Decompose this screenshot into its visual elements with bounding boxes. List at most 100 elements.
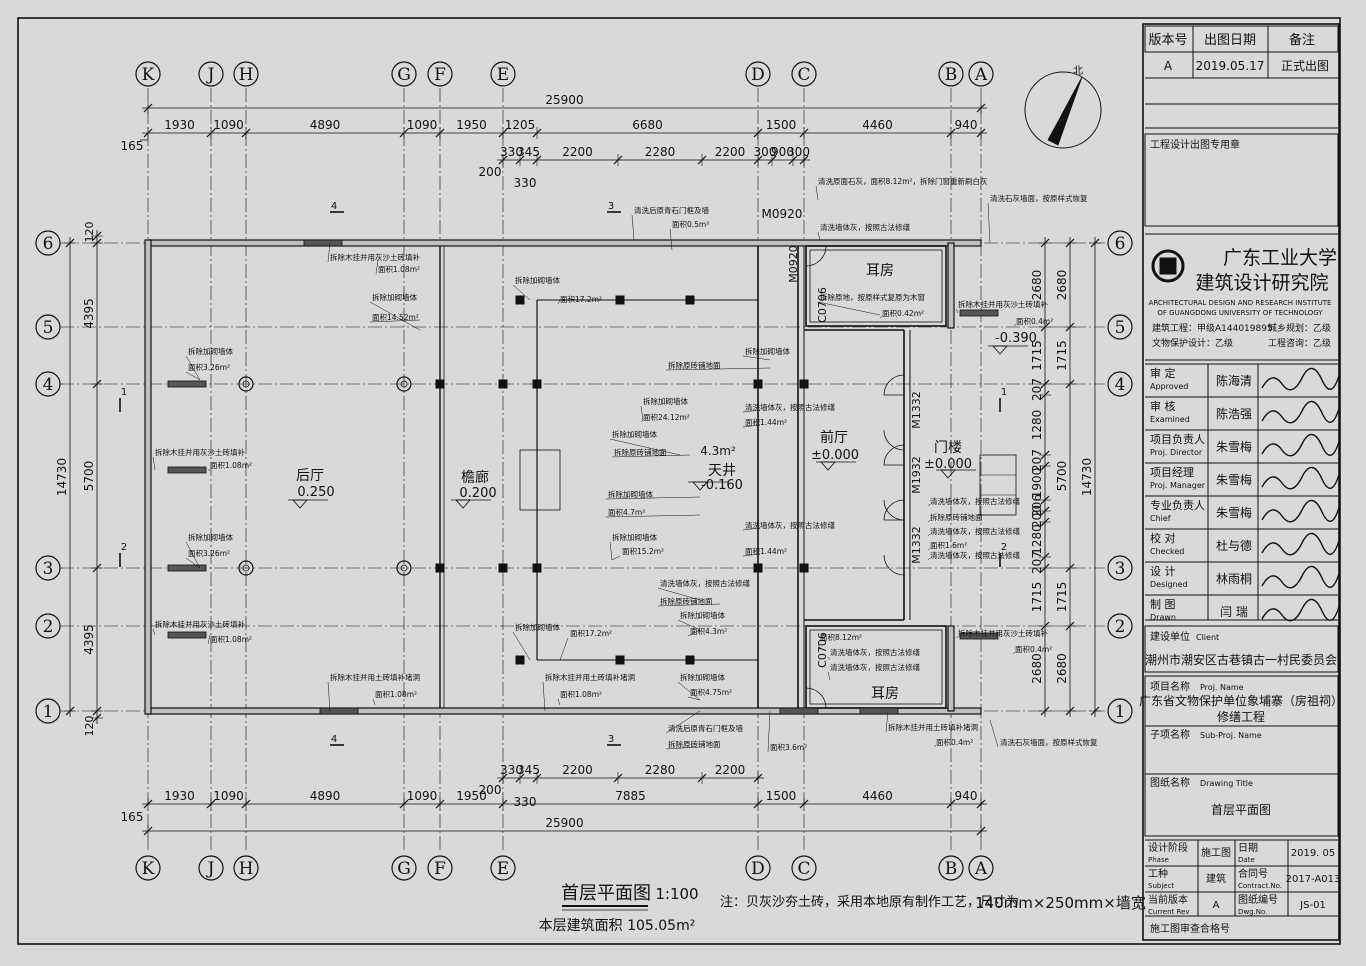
post: [532, 563, 542, 573]
leader-line: [885, 710, 889, 733]
post: [615, 295, 625, 305]
rev-note: 正式出图: [1281, 59, 1329, 73]
info-value: JS-01: [1299, 900, 1326, 911]
info-label: 设计阶段: [1148, 841, 1188, 854]
client-label: 建设单位: [1150, 630, 1190, 643]
annotation-text: 拆除加砌墙体: [745, 346, 790, 356]
leader-line: [327, 681, 331, 712]
annotation-text: 拆除原砖铺地面: [930, 512, 983, 522]
leader-line: [152, 456, 156, 471]
dim-text: 345: [517, 763, 540, 777]
annotation-text: 拆除木挂并用土砖填补堵洞: [330, 672, 420, 682]
leader-line: [559, 637, 569, 661]
annotation-text: 面积4.3m²: [690, 626, 727, 636]
level-mark: [820, 461, 836, 471]
leader-line: [327, 242, 331, 263]
door-tag: M0920: [762, 207, 803, 221]
axis-label-A: A: [974, 859, 988, 879]
dim-text: 940: [955, 118, 978, 132]
annotation-text: 清洗墙体灰，按照古法修缮: [930, 550, 1020, 560]
room-name-hall-back: 后厅: [296, 468, 324, 484]
leader-line: [640, 405, 644, 421]
role-label-en: Proj. Director: [1150, 448, 1203, 457]
leader-line: [827, 671, 831, 681]
annotation-text: 清洗墙体灰，按照古法修缮: [820, 222, 910, 232]
annotation-text: 清洗墙体灰，按照古法修缮: [745, 520, 835, 530]
rev-date: 2019.05.17: [1196, 59, 1265, 73]
leader-line: [687, 629, 701, 637]
dim-text: 6680: [632, 118, 663, 132]
axis-label-J: J: [206, 859, 215, 879]
section-number: 2: [121, 542, 127, 553]
dim-text: 4395: [82, 624, 96, 655]
dim-text: 1090: [407, 118, 438, 132]
info-label-en: Phase: [1148, 856, 1169, 864]
role-label: 校 对: [1150, 531, 1176, 545]
leader-line: [1012, 651, 1016, 655]
leader-line: [767, 710, 771, 753]
qualification: 城乡规划：乙级: [1268, 322, 1331, 334]
annotation-text: 清洗石灰墙面，按原样式恢复: [990, 193, 1088, 203]
axis-label-4: 4: [43, 375, 54, 395]
axis-bubble-C: [791, 855, 817, 881]
leader-line: [665, 710, 701, 734]
signature: [1261, 532, 1341, 556]
dim-text: 25900: [545, 816, 583, 830]
dim-text: 330: [514, 795, 537, 809]
axis-label-F: F: [434, 65, 446, 85]
leader-line: [927, 503, 931, 507]
door-swing: [805, 687, 827, 709]
axis-bubble-A: [968, 61, 994, 87]
axis-bubble-6: [35, 230, 61, 256]
drawing-name-box: [1144, 773, 1339, 837]
axis-label-D: D: [751, 859, 765, 879]
leader-line: [185, 557, 201, 569]
client-label-en: Client: [1196, 633, 1219, 642]
ear-room-bottom-inner: [809, 629, 943, 705]
dim-text: 900: [771, 145, 794, 159]
annotation-text: 面积1.44m²: [745, 546, 787, 556]
leader-line: [742, 527, 761, 531]
leader-line: [927, 519, 931, 523]
post: [532, 379, 542, 389]
leader-line: [657, 587, 701, 601]
info-value: A: [1213, 900, 1220, 911]
institute-logo-core: [1159, 257, 1177, 275]
north-arrow-label: 北: [1073, 65, 1083, 77]
leader-line: [879, 315, 883, 319]
dim-text: 1280: [1030, 524, 1044, 555]
annotation-text: 拆除加砌墙体: [612, 429, 657, 439]
role-label-en: Designed: [1150, 580, 1188, 589]
annotation-text: 清洗墙体灰，按照古法修缮: [745, 402, 835, 412]
role-name: 陈浩强: [1216, 406, 1252, 421]
dim-text: 25900: [545, 93, 583, 107]
repair-mark: [959, 632, 999, 640]
axis-bubble-E: [490, 61, 516, 87]
dim-text: 2280: [645, 763, 676, 777]
dim-text: 1715: [1055, 582, 1069, 613]
annotation-text: 拆除加砌墙体: [608, 489, 653, 499]
dim-text: 345: [517, 145, 540, 159]
annotation-text: 清洗原面石灰，面积8.12m²，拆除门窗重新刷白灰: [818, 176, 988, 186]
post: [685, 295, 695, 305]
role-label-en: Proj. Manager: [1150, 481, 1206, 490]
leader-line: [512, 631, 531, 661]
room-name-ear-bottom: 耳房: [871, 686, 899, 702]
annotation-text: 清洗墙体灰，按照古法修缮: [930, 526, 1020, 536]
signature: [1261, 433, 1341, 457]
leader-line: [375, 259, 379, 275]
leader-line: [185, 371, 201, 381]
dim-text: 300: [787, 145, 810, 159]
axis-bubble-5: [35, 314, 61, 340]
role-label: 审 定: [1150, 366, 1176, 380]
dim-text: 165: [121, 810, 144, 824]
axis-bubble-G: [391, 61, 417, 87]
leader-line: [152, 628, 156, 636]
axis-bubble-D: [745, 61, 771, 87]
room-level: -0.390: [995, 331, 1037, 346]
annotation-text: 面积3.26m²: [188, 362, 230, 372]
project-name-2: 修缮工程: [1217, 709, 1265, 724]
dim-text: 5700: [1055, 461, 1069, 492]
axis-bubble-J: [198, 855, 224, 881]
axis-label-5: 5: [1115, 318, 1126, 338]
